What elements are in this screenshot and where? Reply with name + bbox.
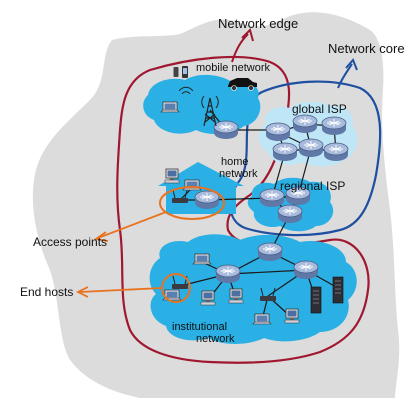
phone-icon xyxy=(182,66,188,78)
desktop-icon xyxy=(200,290,216,306)
end-hosts-label: End hosts xyxy=(20,285,73,299)
wifi-signal-icon xyxy=(178,86,194,95)
desktop-icon xyxy=(284,308,300,324)
laptop-icon xyxy=(252,313,272,325)
network-edge-arrowhead xyxy=(241,28,254,42)
end-hosts-arrow xyxy=(79,287,163,293)
laptop-icon xyxy=(160,101,180,113)
router-icon xyxy=(321,116,347,136)
network-core-outline xyxy=(229,80,382,237)
mobile-network-label: mobile network xyxy=(196,62,270,74)
router-icon xyxy=(215,264,241,284)
router-icon xyxy=(272,142,298,162)
institutional-network-label-line2: network xyxy=(196,333,235,345)
server-icon xyxy=(310,286,322,314)
router-icon xyxy=(277,204,303,224)
network-edge-pointer xyxy=(231,33,249,63)
institutional-network-label-line1: institutional xyxy=(172,321,227,333)
access-point-highlight-circle xyxy=(159,186,225,220)
router-icon xyxy=(323,142,349,162)
network-core-arrowhead xyxy=(345,58,358,71)
network-edge-label: Network edge xyxy=(218,16,298,31)
car-icon xyxy=(228,78,257,91)
laptop-icon xyxy=(192,253,212,265)
router-icon xyxy=(213,120,239,140)
network-core-pointer xyxy=(337,63,353,89)
access-points-arrowhead xyxy=(93,231,109,242)
network-core-label: Network core xyxy=(328,41,405,56)
regional-isp-label: regional ISP xyxy=(280,179,345,193)
global-isp-label: global ISP xyxy=(292,102,347,116)
access-points-label: Access points xyxy=(33,235,107,249)
server-icon xyxy=(332,276,344,304)
end-hosts-arrowhead xyxy=(75,286,89,298)
home-network-label-line2: network xyxy=(219,168,258,180)
access-points-arrow xyxy=(97,211,167,239)
phone-icon xyxy=(173,67,179,77)
laptop-icon xyxy=(182,179,202,191)
router-icon xyxy=(257,242,283,262)
router-icon xyxy=(298,138,324,158)
cell-tower-icon xyxy=(201,95,219,127)
router-icon xyxy=(293,260,319,280)
desktop-icon xyxy=(228,288,244,304)
router-icon xyxy=(292,114,318,134)
router-icon xyxy=(194,190,220,210)
home-network-label-line1: home xyxy=(221,156,249,168)
router-icon xyxy=(265,122,291,142)
desktop-icon xyxy=(164,168,180,184)
